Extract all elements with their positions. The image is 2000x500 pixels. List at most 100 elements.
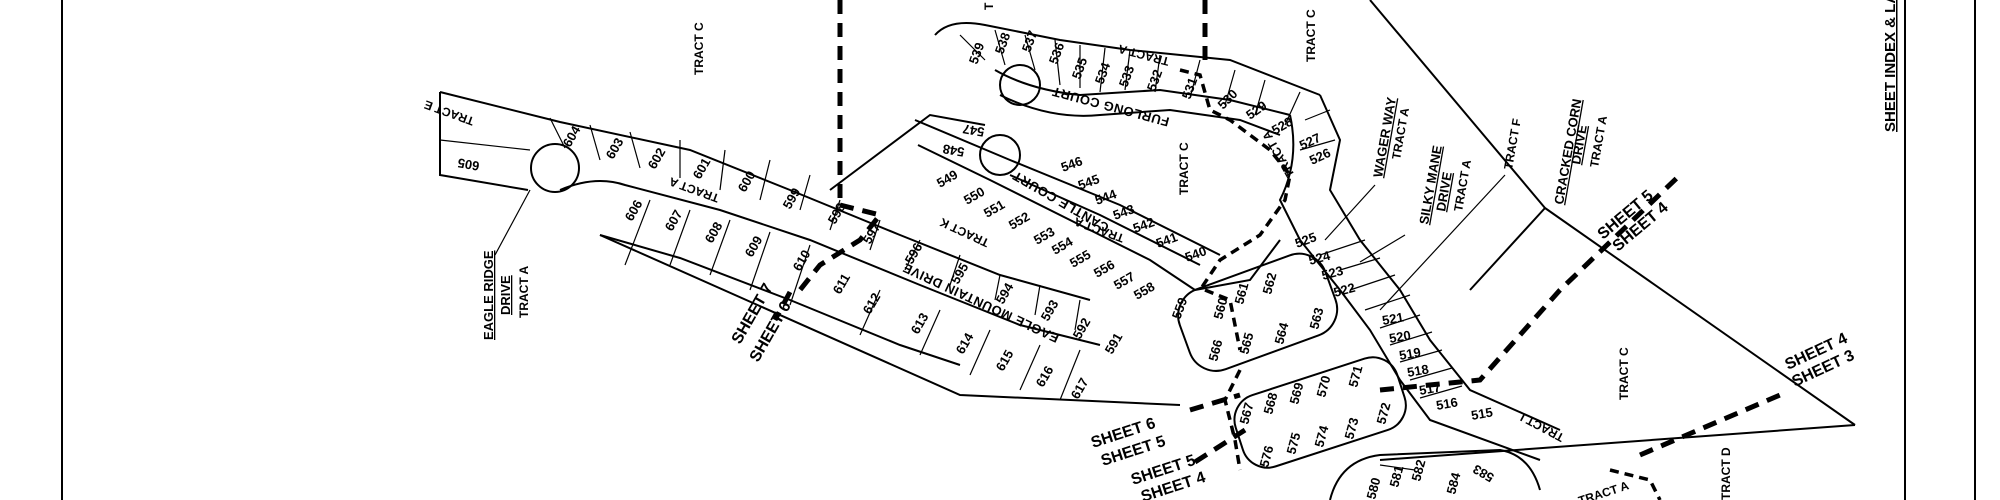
lot-584: 584 (1443, 470, 1463, 496)
leader-lines (494, 174, 1506, 471)
lot-572: 572 (1373, 401, 1393, 426)
tract-d: TRACT D (1719, 447, 1733, 500)
lot-559: 559 (1169, 296, 1191, 322)
lot-numbers: 605 604 603 602 601 600 599 598 597 596 … (457, 29, 1497, 500)
furlong-court-road (934, 22, 1321, 136)
wager-way-label: WAGER WAY TRACT A (1370, 96, 1412, 179)
lot-571: 571 (1345, 364, 1365, 389)
lot-567: 567 (1236, 401, 1256, 426)
lot-529: 529 (1243, 98, 1269, 123)
lot-518: 518 (1406, 361, 1430, 380)
lot-530: 530 (1215, 86, 1241, 112)
eagle-ridge-line1: EAGLE RIDGE (481, 250, 496, 340)
lot-615: 615 (993, 347, 1017, 373)
lot-573: 573 (1341, 416, 1361, 441)
lot-616: 616 (1033, 363, 1057, 389)
lot-516: 516 (1435, 394, 1459, 413)
lot-574: 574 (1311, 423, 1331, 449)
tract-a-upper: TRACT A (667, 174, 721, 205)
tract-c-west: TRACT C (692, 22, 706, 75)
lot-533: 533 (1116, 64, 1138, 90)
lot-lines (439, 29, 1463, 401)
tract-f: TRACT F (1501, 118, 1524, 171)
lot-555: 555 (1067, 247, 1093, 271)
lot-541: 541 (1154, 229, 1180, 251)
lot-580: 580 (1363, 476, 1383, 500)
lot-599: 599 (780, 185, 804, 211)
lot-542: 542 (1131, 214, 1157, 236)
silky-mane-line2: DRIVE (1433, 170, 1455, 212)
lot-569: 569 (1286, 381, 1306, 406)
lot-610: 610 (790, 247, 814, 273)
lot-560: 560 (1210, 296, 1230, 321)
lot-535: 535 (1069, 56, 1091, 82)
lot-531: 531 (1179, 76, 1201, 102)
lot-549: 549 (934, 167, 960, 191)
lot-540: 540 (1183, 243, 1209, 265)
lot-576: 576 (1256, 444, 1276, 469)
lot-536: 536 (1046, 41, 1068, 67)
lot-601: 601 (690, 155, 714, 181)
lot-591: 591 (1102, 330, 1126, 356)
sheet-index-title: SHEET INDEX & LA (1882, 0, 1899, 132)
eagle-ridge-line2: DRIVE (498, 275, 513, 315)
lot-547: 547 (962, 121, 986, 140)
lot-607: 607 (662, 207, 686, 233)
lot-520: 520 (1388, 327, 1412, 346)
lot-548: 548 (942, 141, 966, 160)
lot-556: 556 (1091, 257, 1117, 281)
lot-543: 543 (1111, 201, 1137, 223)
lot-522: 522 (1332, 280, 1357, 300)
tract-e: TRACT E (422, 97, 476, 128)
lot-551: 551 (981, 197, 1007, 221)
lot-523: 523 (1320, 263, 1345, 283)
lot-524: 524 (1307, 248, 1333, 268)
lot-544: 544 (1093, 186, 1119, 208)
lot-550: 550 (961, 184, 987, 208)
eagle-ridge-label: EAGLE RIDGE DRIVE TRACT A (481, 250, 531, 340)
lot-603: 603 (603, 135, 627, 161)
lot-545: 545 (1076, 171, 1102, 193)
tract-k: TRACT K (937, 215, 991, 250)
lot-605: 605 (457, 155, 481, 174)
lot-521: 521 (1381, 309, 1405, 328)
lot-534: 534 (1092, 60, 1114, 86)
lot-539: 539 (966, 41, 988, 67)
lot-561: 561 (1231, 281, 1251, 306)
lot-597: 597 (860, 220, 884, 246)
tract-c-center: TRACT C (1177, 142, 1191, 195)
silky-mane-label: SILKY MANE DRIVE TRACT A (1416, 144, 1474, 226)
lot-519: 519 (1398, 344, 1422, 363)
lot-565: 565 (1236, 331, 1256, 356)
eagle-ridge-tract: TRACT A (517, 265, 531, 318)
subdivision-boundary (439, 0, 1856, 461)
lot-570: 570 (1313, 374, 1333, 399)
lot-600: 600 (735, 168, 759, 194)
lot-566: 566 (1205, 338, 1225, 363)
lot-532: 532 (1144, 68, 1166, 94)
lot-564: 564 (1271, 320, 1291, 346)
tract-a-bottom: TRACT A (1577, 478, 1631, 500)
block-560-566 (1177, 252, 1339, 372)
lot-517: 517 (1418, 379, 1442, 398)
lot-581: 581 (1386, 464, 1406, 489)
lot-612: 612 (860, 290, 884, 316)
lot-602: 602 (645, 145, 669, 171)
lot-613: 613 (908, 310, 932, 336)
lot-593: 593 (1038, 297, 1062, 323)
lot-582: 582 (1408, 458, 1428, 483)
lot-575: 575 (1283, 431, 1303, 456)
lot-515: 515 (1470, 404, 1494, 423)
cantle-court-road (914, 119, 1221, 291)
cracked-corn-label: CRACKED CORN DRIVE TRACT A (1551, 98, 1610, 206)
lot-568: 568 (1260, 391, 1280, 416)
lot-617: 617 (1068, 375, 1092, 401)
lot-611: 611 (830, 271, 853, 297)
lot-563: 563 (1306, 306, 1326, 331)
lot-538: 538 (992, 31, 1014, 57)
sheet-border (61, 0, 1976, 500)
lot-583: 583 (1470, 462, 1496, 486)
sheet-divisions (772, 0, 1781, 500)
silky-mane-tract: TRACT A (1451, 158, 1474, 212)
tract-l: TRACT L (1515, 408, 1567, 444)
